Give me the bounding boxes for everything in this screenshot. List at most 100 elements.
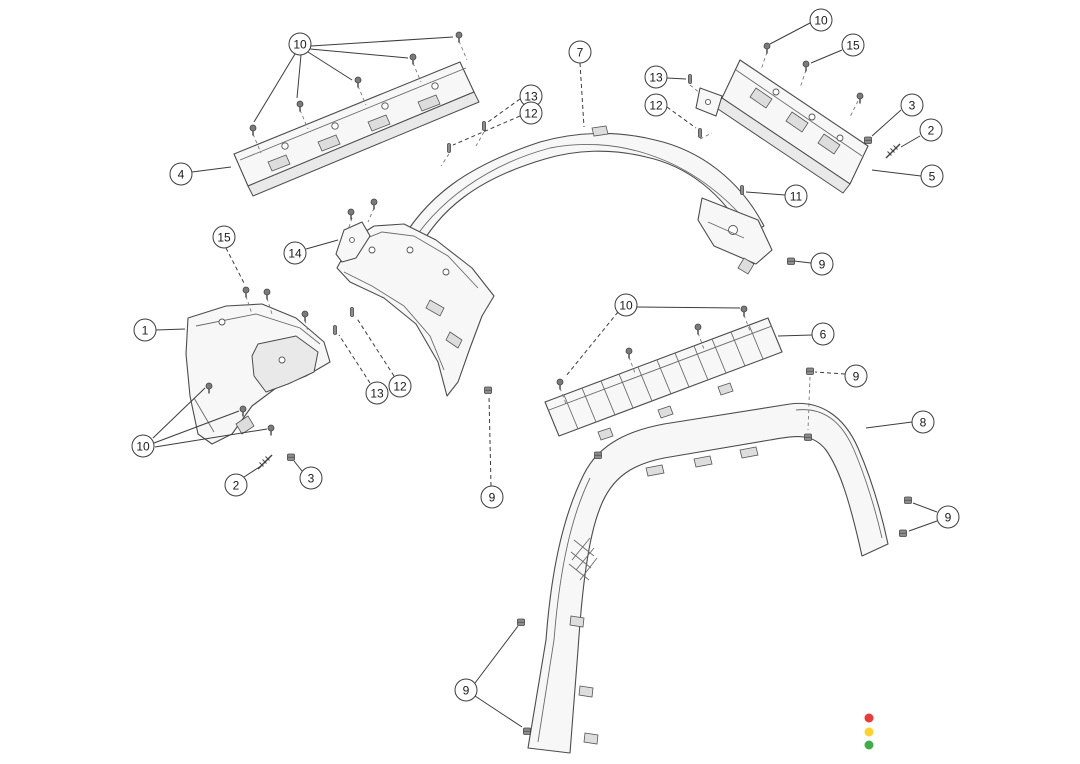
mounting-hole [808,113,816,121]
screw-icon [242,286,250,299]
leader-line-2 [243,465,262,478]
screw-icon [409,53,417,66]
callout-3[interactable]: 3 [900,93,924,117]
screw-icon [625,347,633,360]
leader-line-13 [487,98,521,123]
mounting-hole [331,122,339,130]
clip-icon [287,453,295,461]
callout-15[interactable]: 15 [841,33,865,57]
mounting-slot [693,455,713,468]
leader-line-10 [153,410,240,444]
stud-icon [333,325,337,335]
part-5-rail-drawing [695,59,869,194]
callout-7[interactable]: 7 [568,40,592,64]
callout-10[interactable]: 10 [614,293,638,317]
part-flange [247,91,480,197]
mounting-slot [367,114,391,132]
leader-line-9 [474,695,523,728]
callout-label: 10 [619,298,633,312]
callout-12[interactable]: 12 [519,101,543,125]
screw-icon [263,288,271,301]
stud-icon [447,143,451,153]
mounting-hole [281,142,289,150]
callout-9[interactable]: 9 [844,364,868,388]
clip-icon [517,618,525,626]
mounting-slot [569,615,585,628]
callout-9[interactable]: 9 [936,505,960,529]
mounting-slot [739,446,759,459]
leader-line-9 [908,520,938,532]
callout-label: 8 [919,415,927,429]
callout-6[interactable]: 6 [811,322,835,346]
leader-line-4 [191,166,232,173]
screw-icon [556,378,564,391]
leader-line-15 [810,49,843,64]
callout-label: 15 [217,230,231,244]
part-detail-lines [735,69,863,157]
leader-line-9 [474,625,519,684]
part-detail-lines [343,271,445,371]
callout-label: 13 [649,70,663,84]
leader-line-7 [579,62,585,128]
leader-line-10 [309,48,409,59]
part-detail-lines [351,231,479,289]
callout-label: 5 [928,169,936,183]
stud-icon [688,74,692,84]
assembly-guide-lines [245,40,859,431]
callout-9[interactable]: 9 [810,252,834,276]
callout-3[interactable]: 3 [299,466,323,490]
clip-icon [899,529,907,537]
callout-label: 9 [488,490,496,504]
leader-line-8 [865,421,913,429]
callout-label: 6 [819,327,827,341]
leader-line-1 [155,328,186,331]
callout-8[interactable]: 8 [911,410,935,434]
clip-icon [904,496,912,504]
callout-9[interactable]: 9 [480,485,504,509]
callout-12[interactable]: 12 [644,93,668,117]
callout-1[interactable]: 1 [133,318,157,342]
callout-12[interactable]: 12 [388,374,412,398]
crosshatch-lines [568,537,598,581]
inner-bracket [251,335,319,393]
callout-label: 11 [789,189,803,203]
callout-2[interactable]: 2 [224,473,248,497]
callout-9[interactable]: 9 [454,678,478,702]
callout-10[interactable]: 10 [809,8,833,32]
mounting-tab [657,405,674,419]
part-14-bracket-drawing [335,221,371,263]
callout-2[interactable]: 2 [919,118,943,142]
callout-11[interactable]: 11 [784,184,808,208]
stud-icon [482,121,486,131]
leader-line-11 [745,191,786,196]
callout-label: 9 [944,510,952,524]
callout-label: 10 [136,439,150,453]
leader-line-14 [305,239,339,250]
screw-icon [301,310,309,323]
leader-line-15 [225,247,245,284]
callout-label: 12 [393,379,407,393]
mounting-slot [425,299,445,317]
callout-label: 2 [927,123,935,137]
callout-15[interactable]: 15 [212,225,236,249]
mounting-slot [645,464,665,477]
leader-line-3 [871,109,902,137]
part-detail-lines [537,477,591,743]
callout-4[interactable]: 4 [169,162,193,186]
part-detail-lines [707,221,745,239]
leader-line-10 [565,311,619,377]
callout-14[interactable]: 14 [283,241,307,265]
part-outline [336,223,495,397]
yellow-availability-dot [864,727,874,737]
callout-5[interactable]: 5 [920,164,944,188]
leader-line-10 [307,51,353,81]
clip-icon [804,433,812,441]
callout-label: 13 [370,386,384,400]
part-outline [527,402,889,754]
clip-icon [594,451,602,459]
callout-10[interactable]: 10 [288,32,312,56]
callout-10[interactable]: 10 [131,434,155,458]
callout-13[interactable]: 13 [644,65,668,89]
leader-line-10 [296,54,302,99]
callout-13[interactable]: 13 [365,381,389,405]
